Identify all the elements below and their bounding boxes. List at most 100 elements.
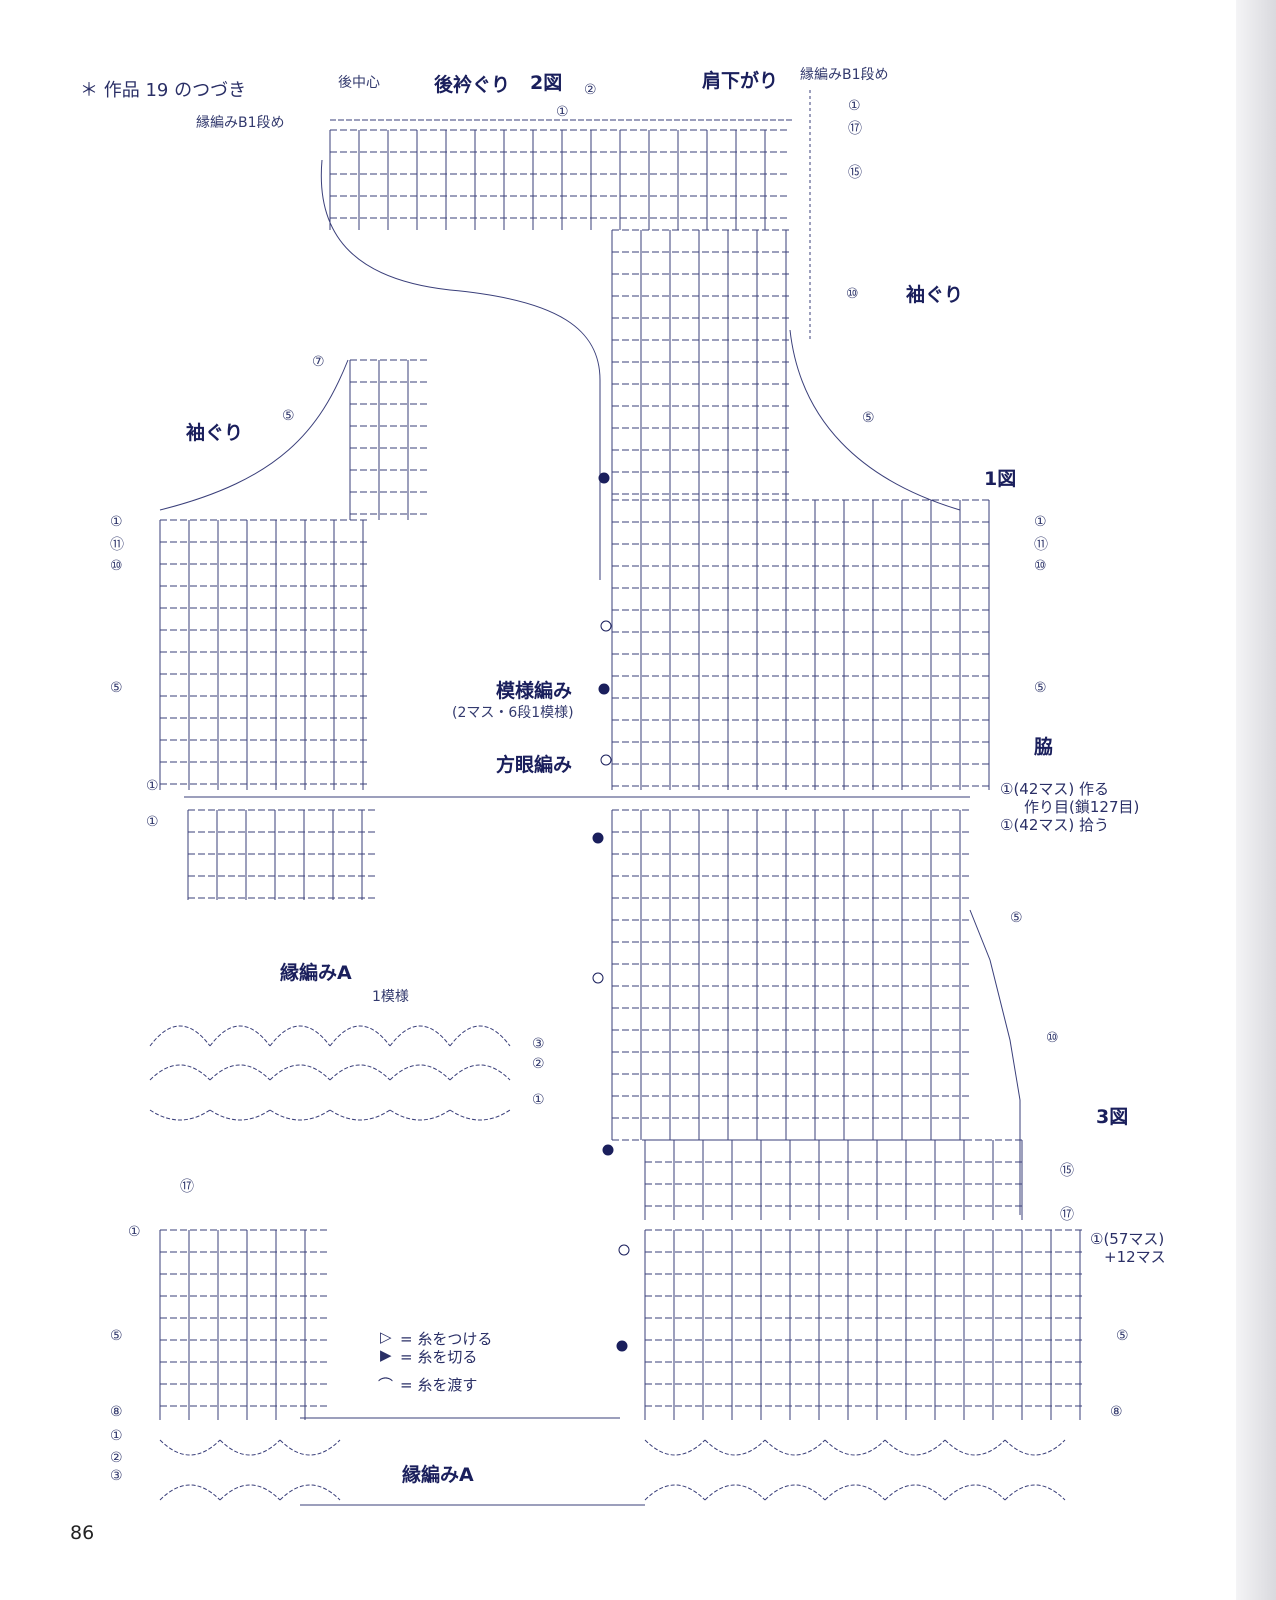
row-marker: ⑮ bbox=[848, 165, 862, 181]
edge-a-title-bottom: 縁編みA bbox=[402, 1464, 474, 1486]
row-marker: ⑤ bbox=[862, 410, 875, 426]
pick-42-label: ①(42マス) 拾う bbox=[1000, 816, 1110, 834]
row-marker: ① bbox=[110, 514, 123, 530]
row-marker: ⑪ bbox=[110, 537, 124, 553]
pattern-dot bbox=[598, 683, 610, 695]
row57-label: ①(57マス) bbox=[1090, 1230, 1165, 1248]
shoulder-slope-title: 肩下がり bbox=[702, 70, 779, 92]
row-marker: ⑩ bbox=[110, 558, 123, 574]
make-42-label: ①(42マス) 作る bbox=[1000, 780, 1110, 798]
row-marker: ① bbox=[128, 1224, 141, 1240]
figure-2-title: 2図 bbox=[530, 72, 563, 94]
armhole-label-right: 袖ぐり bbox=[906, 284, 964, 306]
row-marker: ⑧ bbox=[110, 1404, 123, 1420]
row-marker: ② bbox=[110, 1450, 123, 1466]
pattern-dot bbox=[616, 1340, 628, 1352]
pattern-dots bbox=[592, 472, 630, 1352]
pattern-dot bbox=[600, 754, 612, 766]
left-lower-grid bbox=[187, 809, 378, 900]
side-slope bbox=[969, 909, 1021, 1215]
bottom-left-grid bbox=[159, 1229, 330, 1420]
row-marker: ⑤ bbox=[1010, 910, 1023, 926]
row-marker: ① bbox=[848, 98, 861, 114]
figure-3-title: 3図 bbox=[1096, 1106, 1129, 1128]
edge-b-label-right: 縁編みB1段め bbox=[800, 67, 889, 83]
edge-a-sample-row2 bbox=[149, 1064, 511, 1081]
pattern-dot bbox=[600, 620, 612, 632]
chart-grids bbox=[159, 129, 1085, 1420]
page-number: 86 bbox=[70, 1522, 95, 1544]
row-marker: ⑤ bbox=[110, 1328, 123, 1344]
row-marker: ② bbox=[584, 82, 597, 98]
row-marker: ① bbox=[532, 1092, 545, 1108]
continuation-note: ＊ 作品 19 のつづき bbox=[80, 80, 247, 101]
row-marker: ① bbox=[556, 104, 569, 120]
row-marker: ⑧ bbox=[1110, 1404, 1123, 1420]
center-back-label: 後中心 bbox=[338, 75, 380, 91]
pattern-dot bbox=[592, 972, 604, 984]
row-marker: ① bbox=[1034, 514, 1047, 530]
row-marker: ⑤ bbox=[110, 680, 123, 696]
figure-1-title: 1図 bbox=[984, 468, 1017, 490]
edge-a-scallops bbox=[149, 1025, 1066, 1501]
carry-symbol: ⌒ bbox=[378, 1376, 394, 1394]
pattern-stitch-note: (2マス・6段1模様) bbox=[452, 705, 574, 721]
row-marker: ⑤ bbox=[1116, 1328, 1129, 1344]
side-label: 脇 bbox=[1034, 736, 1054, 758]
fig1-left-grid bbox=[159, 519, 370, 790]
edge-a-hem-right-lower bbox=[644, 1484, 1066, 1501]
edge-a-hem-left-lower bbox=[159, 1484, 341, 1501]
row-marker: ① bbox=[146, 778, 159, 794]
fig3-grid bbox=[611, 809, 972, 1141]
fig2-lower-grid bbox=[611, 229, 792, 500]
neck-curve bbox=[320, 159, 601, 580]
filet-stitch-legend: 方眼編み bbox=[496, 754, 573, 776]
armhole-curve-right bbox=[789, 329, 961, 511]
attach-legend: = 糸をつける bbox=[400, 1330, 493, 1348]
pattern-dot bbox=[598, 472, 610, 484]
row-marker: ③ bbox=[532, 1036, 545, 1052]
foundation-label: 作り目(鎖127目) bbox=[1024, 798, 1140, 816]
cut-legend: = 糸を切る bbox=[400, 1348, 478, 1366]
bottom-right-grid bbox=[644, 1229, 1085, 1420]
edge-a-title-top: 縁編みA bbox=[280, 962, 352, 984]
row-marker: ② bbox=[532, 1056, 545, 1072]
pattern-dot bbox=[618, 1244, 630, 1256]
edge-b-label-left: 縁編みB1段め bbox=[196, 115, 285, 131]
page-edge-shadow bbox=[1236, 0, 1276, 1600]
row-marker: ⑩ bbox=[1046, 1030, 1059, 1046]
plus12-label: +12マス bbox=[1104, 1248, 1166, 1266]
pattern-dot bbox=[602, 1144, 614, 1156]
edge-a-sample-row3 bbox=[149, 1025, 511, 1047]
row-marker: ⑰ bbox=[180, 1179, 194, 1195]
fig1-right-grid bbox=[611, 499, 992, 790]
outline-lines bbox=[159, 90, 1021, 1506]
fig3-lower-grid bbox=[644, 1139, 1025, 1220]
row-marker: ⑰ bbox=[1060, 1207, 1074, 1223]
pattern-stitch-legend: 模様編み bbox=[496, 680, 573, 702]
edge-a-hem-left bbox=[159, 1439, 341, 1456]
armhole-label-left: 袖ぐり bbox=[186, 422, 244, 444]
armhole-curve-left bbox=[159, 359, 349, 511]
row-marker: ⑤ bbox=[282, 408, 295, 424]
carry-legend: = 糸を渡す bbox=[400, 1376, 478, 1394]
pattern-dot bbox=[592, 832, 604, 844]
one-repeat-label: 1模様 bbox=[372, 989, 409, 1005]
edge-a-sample-row1 bbox=[149, 1109, 511, 1121]
row-marker: ⑩ bbox=[846, 286, 859, 302]
row-marker: ⑤ bbox=[1034, 680, 1047, 696]
back-neck-title: 後衿ぐり bbox=[434, 74, 511, 96]
left-armhole-grid bbox=[349, 359, 430, 520]
cut-symbol: ▶ bbox=[380, 1346, 392, 1364]
row-marker: ① bbox=[110, 1428, 123, 1444]
row-marker: ③ bbox=[110, 1468, 123, 1484]
row-marker: ⑩ bbox=[1034, 558, 1047, 574]
attach-symbol: ▷ bbox=[380, 1328, 392, 1346]
row-marker: ⑦ bbox=[312, 354, 325, 370]
row-marker: ⑰ bbox=[848, 121, 862, 137]
fig2-upper-grid bbox=[329, 129, 790, 230]
row-marker: ① bbox=[146, 814, 159, 830]
edge-a-hem-right bbox=[644, 1439, 1066, 1456]
row-marker: ⑮ bbox=[1060, 1163, 1074, 1179]
